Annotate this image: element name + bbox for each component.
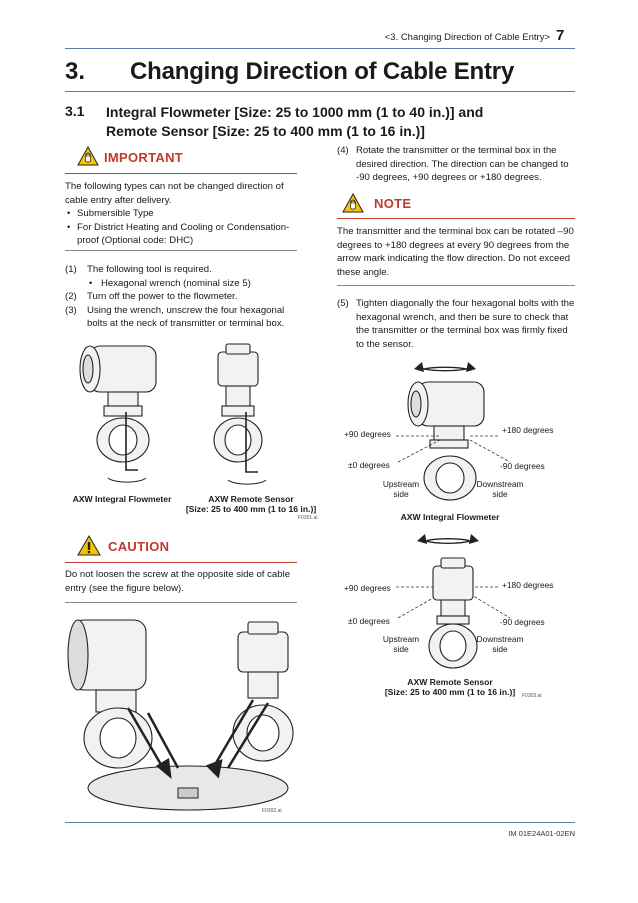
figure2-illustration (67, 619, 294, 811)
note-hand-icon (342, 192, 364, 213)
important-list: •Submersible Type •For District Heating … (65, 207, 297, 248)
caution-bottom-rule (65, 602, 297, 603)
section-title-line1: Integral Flowmeter [Size: 25 to 1000 mm … (106, 104, 484, 120)
important-intro: The following types can not be changed d… (65, 181, 284, 206)
figure1-caption-left: AXW Integral Flowmeter (72, 494, 172, 504)
figure1-caption-right: AXW Remote Sensor [Size: 25 to 400 mm (1… (185, 494, 317, 514)
list-item: (5)Tighten diagonally the four hexagonal… (337, 298, 575, 350)
chapter-rule (65, 91, 575, 92)
note-text: The transmitter and the terminal box can… (337, 226, 574, 278)
list-item: (2)Turn off the power to the flowmeter. (65, 291, 238, 302)
chapter-number: 3. (65, 58, 86, 85)
step5: (5)Tighten diagonally the four hexagonal… (337, 297, 577, 351)
figure3-caption: AXW Integral Flowmeter (400, 512, 500, 522)
important-bottom-rule (65, 250, 297, 251)
important-top-rule (65, 173, 297, 174)
fig4-zero-label: ±0 degrees (348, 616, 390, 626)
figure4-caption: AXW Remote Sensor [Size: 25 to 400 mm (1… (384, 677, 516, 697)
header-rule (65, 48, 575, 49)
list-item: •For District Heating and Cooling or Con… (67, 221, 290, 247)
caution-icon (77, 535, 101, 556)
fig3-plus180-label: +180 degrees (502, 425, 554, 435)
list-item: (3)Using the wrench, unscrew the four he… (65, 304, 285, 330)
section-number: 3.1 (65, 103, 85, 119)
steps-list: (1)The following tool is required. •Hexa… (65, 263, 300, 331)
fig3-zero-label: ±0 degrees (348, 460, 390, 470)
list-item: •Hexagonal wrench (nominal size 5) (89, 277, 251, 289)
step4: (4)Rotate the transmitter or the termina… (337, 144, 577, 185)
fig4-minus90-label: -90 degrees (500, 617, 545, 627)
caution-label: CAUTION (108, 539, 170, 554)
list-item: (4)Rotate the transmitter or the termina… (337, 145, 569, 183)
important-label: IMPORTANT (104, 150, 184, 165)
list-item: (1)The following tool is required. (65, 264, 212, 275)
fig3-plus90-label: +90 degrees (344, 429, 391, 439)
running-header: <3. Changing Direction of Cable Entry> (384, 32, 550, 43)
note-bottom-rule (337, 285, 575, 286)
figure1-illustration (79, 343, 267, 485)
page-number: 7 (556, 27, 565, 44)
fig4-plus180-label: +180 degrees (502, 580, 554, 590)
note-label: NOTE (374, 196, 412, 211)
figure4-illustration (417, 534, 479, 669)
document-id: IM 01E24A01-02EN (508, 829, 575, 838)
note-top-rule (337, 218, 575, 219)
section-title: Integral Flowmeter [Size: 25 to 1000 mm … (106, 103, 566, 141)
figure3-illustration (407, 362, 485, 501)
warning-hand-icon (77, 145, 99, 166)
footer-rule (65, 822, 575, 823)
caution-text: Do not loosen the screw at the opposite … (65, 569, 291, 594)
caution-top-rule (65, 562, 297, 563)
section-title-line2: Remote Sensor [Size: 25 to 400 mm (1 to … (106, 123, 425, 139)
figure2-file-id: F0302.ai (262, 808, 282, 814)
list-item: •Submersible Type (67, 208, 154, 219)
fig3-minus90-label: -90 degrees (500, 461, 545, 471)
fig4-plus90-label: +90 degrees (344, 583, 391, 593)
figure1-file-id: F0301.ai (298, 515, 318, 521)
figure4-file-id: F0303.ai (522, 693, 542, 699)
chapter-title: Changing Direction of Cable Entry (130, 58, 515, 85)
